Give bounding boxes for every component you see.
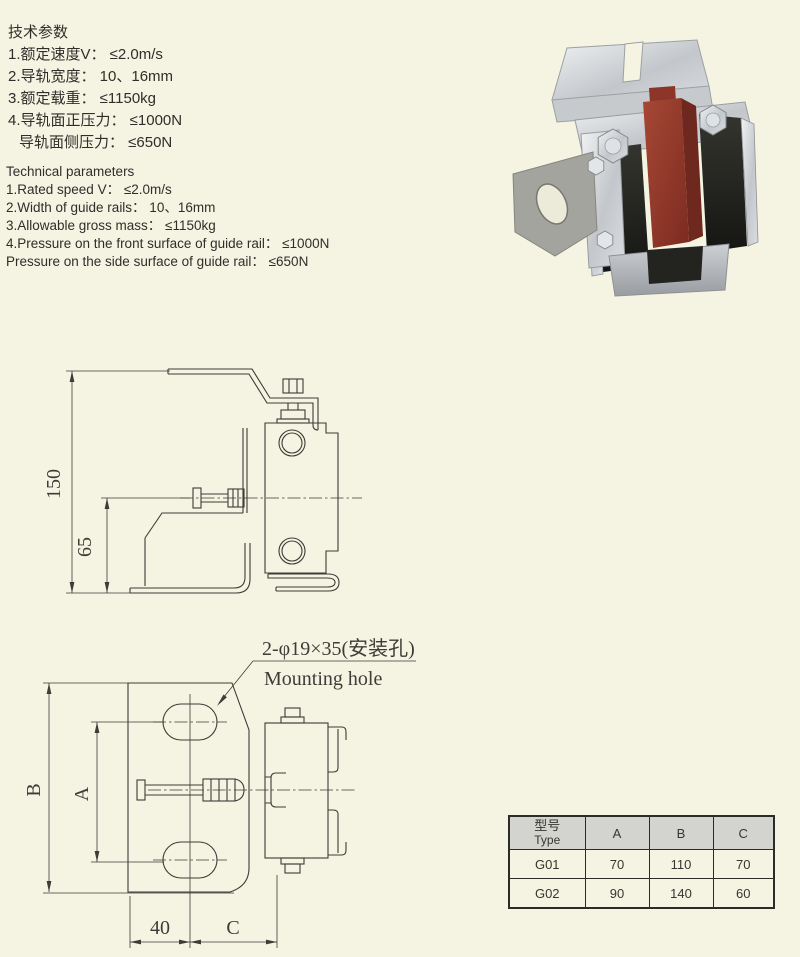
params-cn-title: 技术参数 (8, 24, 69, 41)
top-view-drawing: 2-φ19×35(安装孔) Mounting hole (23, 637, 416, 948)
mounting-hole-callout: 2-φ19×35(安装孔) Mounting hole (217, 637, 416, 706)
table-header-row: 型号 Type A B C (508, 815, 775, 850)
cell-b: 110 (648, 849, 714, 879)
cell-a: 90 (584, 878, 650, 909)
cell-c: 60 (712, 878, 775, 909)
rubber-liner-right (699, 114, 747, 252)
technical-params-cn: 技术参数 1.额定速度V： ≤2.0m/s 2.导轨宽度： 10、16mm 3.… (8, 22, 182, 154)
header-model: 型号 Type (508, 815, 586, 850)
hex-bolt-left (597, 128, 629, 164)
params-cn-line: 1.额定速度V： ≤2.0m/s (8, 46, 163, 63)
dim-b-label: B (23, 783, 45, 796)
dim-c-label: C (226, 917, 239, 939)
hole-label-cn: 2-φ19×35(安装孔) (262, 637, 415, 660)
side-view-part (129, 368, 362, 594)
params-en-line: Pressure on the side surface of guide ra… (6, 254, 309, 269)
guide-shoe-product (512, 39, 759, 297)
top-view-part (127, 682, 356, 948)
dim-40-label: 40 (150, 917, 170, 939)
red-insert (643, 98, 689, 248)
wing-oval-hole (535, 183, 569, 225)
dim-150-label: 150 (43, 469, 65, 499)
hole-label-en: Mounting hole (264, 668, 382, 690)
cell-b: 140 (648, 878, 714, 909)
metal-edge-right (740, 117, 759, 247)
small-bolt-top (587, 156, 605, 176)
cell-a: 70 (584, 849, 650, 879)
params-en-line: 2.Width of guide rails： 10、16mm (6, 200, 216, 215)
red-insert-side (681, 98, 703, 242)
table-row: G01 70 110 70 (508, 849, 775, 879)
hex-bolt-right (699, 104, 727, 136)
technical-params-en: Technical parameters 1.Rated speed V： ≤2… (6, 163, 329, 271)
size-table: 型号 Type A B C G01 70 110 70 G02 90 140 6… (508, 815, 775, 909)
header-model-cn: 型号 (534, 817, 561, 833)
product-photo (512, 39, 759, 297)
header-col-a: A (584, 815, 650, 850)
header-col-b: B (648, 815, 714, 850)
params-en-line: 1.Rated speed V： ≤2.0m/s (6, 182, 172, 197)
table-row: G02 90 140 60 (508, 878, 775, 909)
dim-a-label: A (71, 786, 93, 801)
params-cn-line: 3.额定载重： ≤1150kg (8, 90, 157, 107)
side-view-drawing: 150 65 (43, 368, 362, 594)
params-en-title: Technical parameters (6, 164, 135, 179)
params-en-line: 3.Allowable gross mass： ≤1150kg (6, 218, 216, 233)
params-cn-line: 导轨面侧压力： ≤650N (19, 134, 173, 151)
top-plate-slot (622, 41, 644, 83)
params-en-line: 4.Pressure on the front surface of guide… (6, 236, 330, 251)
side-view-dimensions: 150 65 (43, 370, 190, 594)
cell-model: G01 (508, 849, 586, 879)
bottom-gap (647, 246, 703, 284)
header-model-en: Type (534, 832, 561, 847)
cell-c: 70 (712, 849, 775, 879)
small-bolt-bottom (596, 230, 614, 250)
header-col-c: C (712, 815, 775, 850)
params-cn-line: 4.导轨面正压力： ≤1000N (8, 112, 183, 129)
dim-65-label: 65 (74, 537, 96, 557)
params-cn-line: 2.导轨宽度： 10、16mm (8, 68, 174, 85)
cell-model: G02 (508, 878, 586, 909)
top-view-dimensions: B A 40 C (23, 682, 278, 948)
